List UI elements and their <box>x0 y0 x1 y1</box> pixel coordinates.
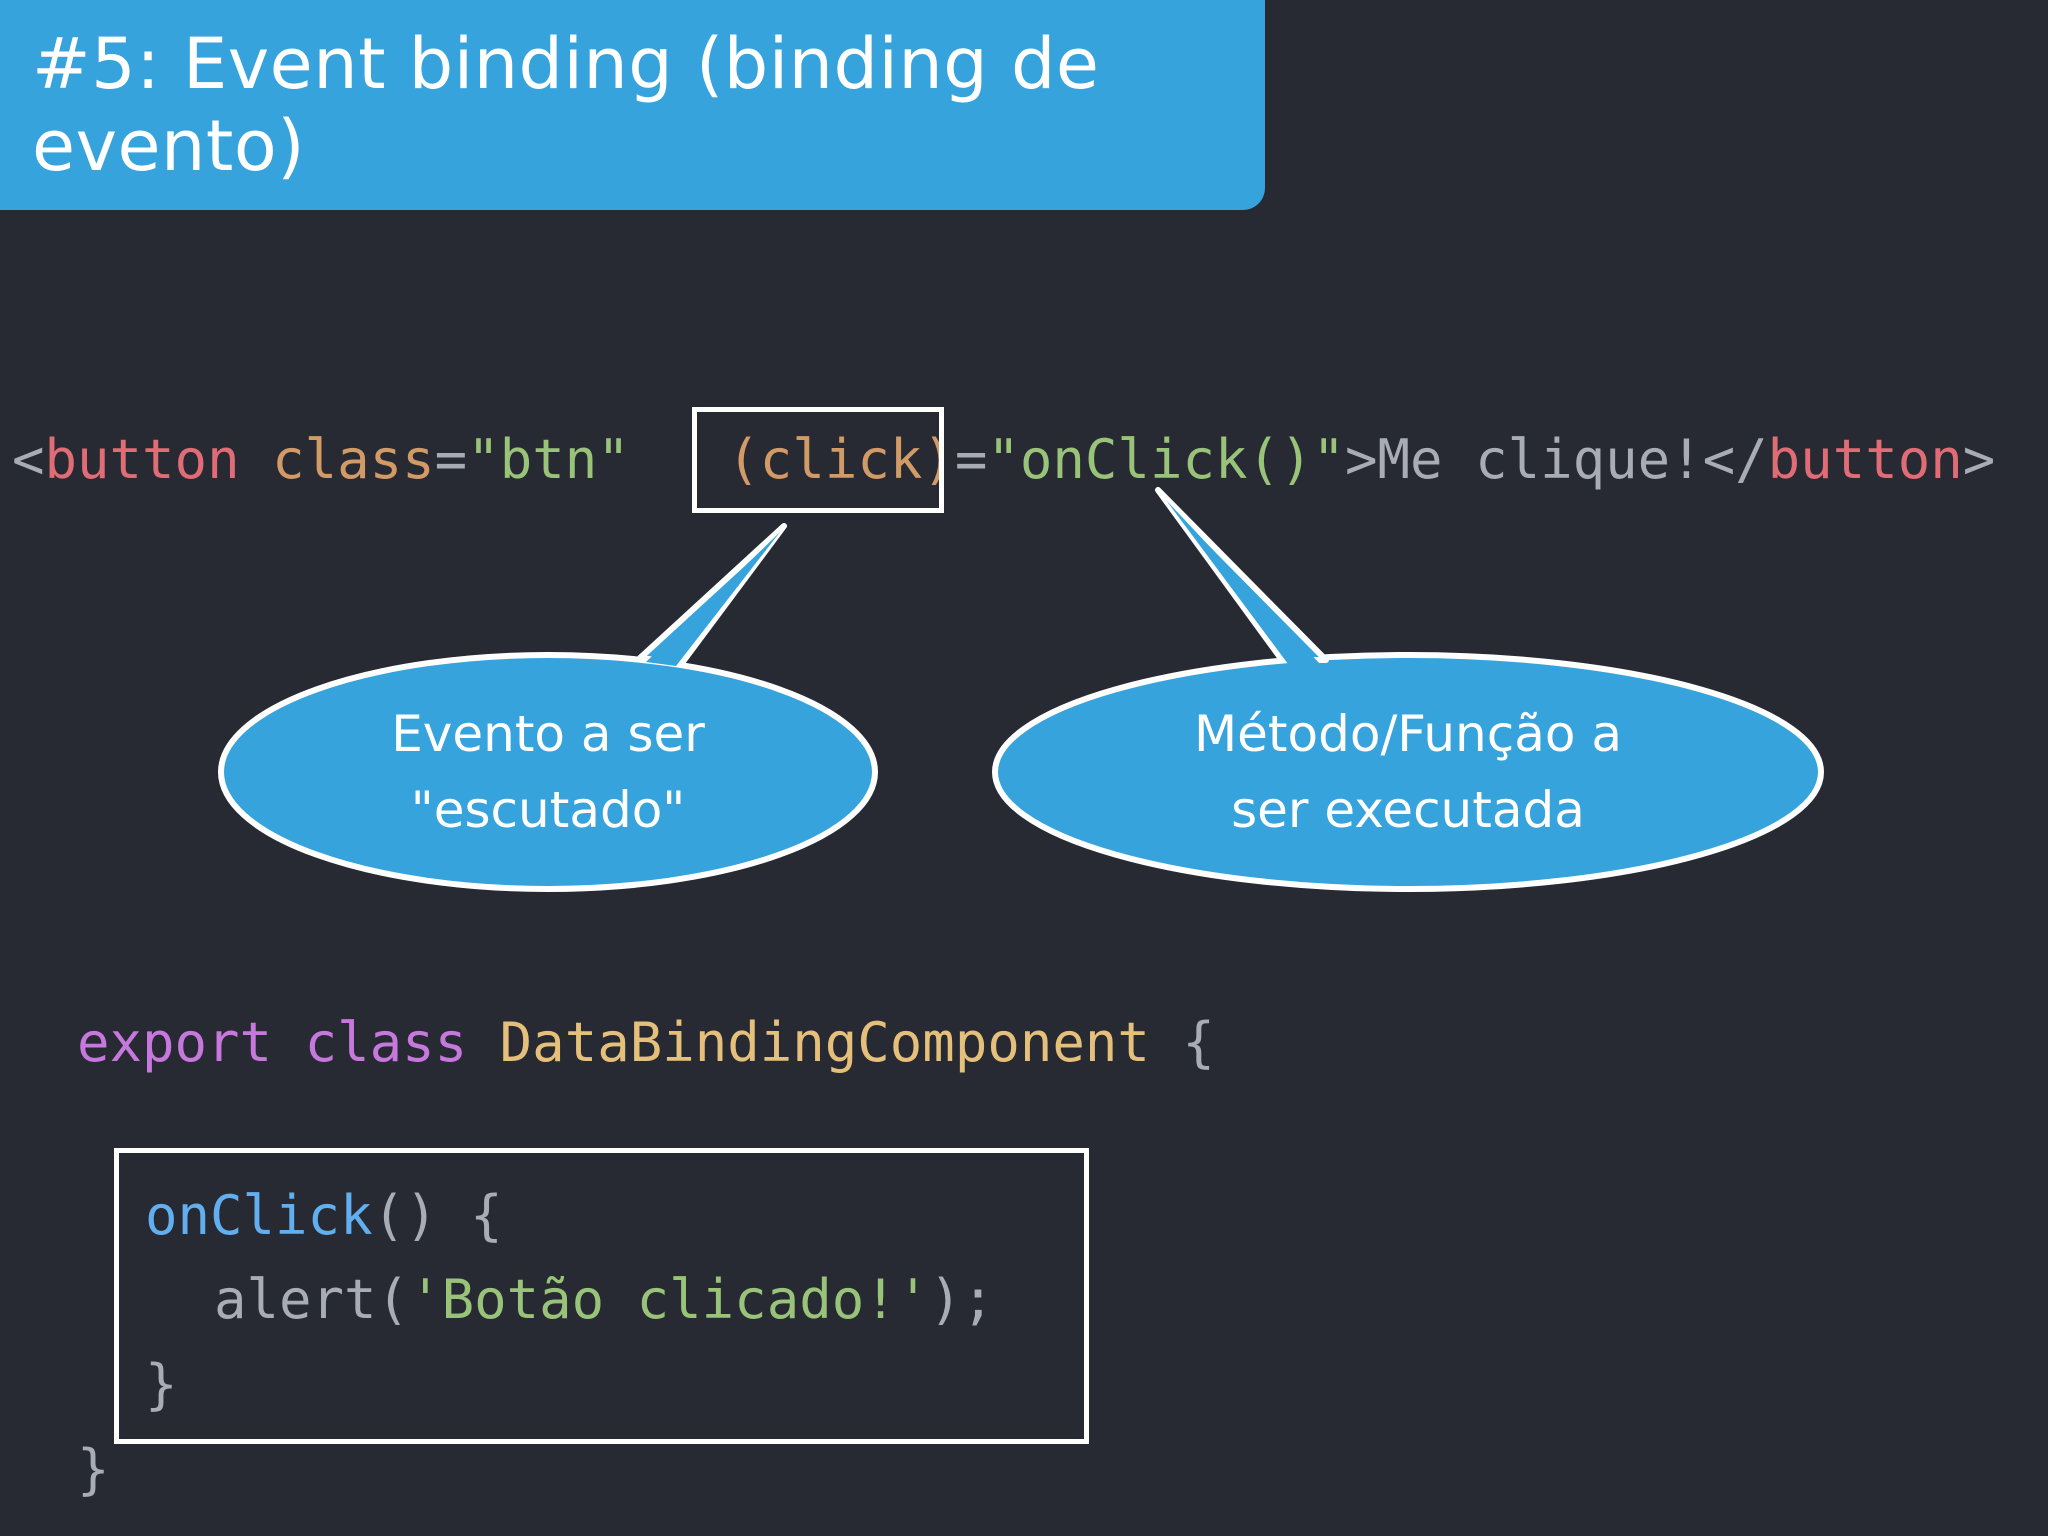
method-signature-line: onClick() { <box>145 1189 503 1243</box>
code-keyword-class: class <box>304 1011 468 1074</box>
template-code-line: <button class="btn" (click)="onClick()">… <box>12 433 1995 487</box>
code-keyword-export: export <box>77 1011 273 1074</box>
alert-call-line: alert('Botão clicado!'); <box>214 1273 994 1327</box>
event-callout-line1: Evento a ser <box>391 705 705 763</box>
component-declaration-line: export class DataBindingComponent { <box>77 1016 1215 1070</box>
slide-title: #5: Event binding (binding de evento) <box>32 23 1100 187</box>
code-alert-arg: 'Botão clicado!' <box>409 1268 930 1331</box>
code-alert-close: ); <box>929 1268 995 1331</box>
method-callout-text: Método/Função a ser executada <box>1058 696 1758 848</box>
code-close-bracket: > <box>1345 428 1378 491</box>
code-method-parens: () <box>372 1184 438 1247</box>
code-close-tag-end: > <box>1962 428 1996 491</box>
class-close-line: } <box>77 1443 110 1497</box>
method-highlight-box <box>114 1148 1089 1444</box>
code-equals: = <box>434 428 468 491</box>
code-method-open-brace: { <box>470 1184 503 1247</box>
code-space <box>630 428 663 491</box>
code-tag-button: button <box>44 428 240 491</box>
code-alert-open: ( <box>376 1268 410 1331</box>
code-button-text: Me clique! <box>1377 428 1703 491</box>
code-event-binding: (click) <box>727 428 955 491</box>
event-callout-line2: "escutado" <box>410 781 686 839</box>
method-callout-bubble <box>992 487 1824 892</box>
code-class-close-brace: } <box>77 1438 110 1501</box>
code-class-value: "btn" <box>467 428 630 491</box>
code-open-bracket: < <box>12 428 45 491</box>
event-callout-text: Evento a ser "escutado" <box>248 696 848 848</box>
code-space <box>240 428 273 491</box>
event-callout-bubble <box>218 523 878 892</box>
code-equals: = <box>954 428 988 491</box>
slide-title-banner: #5: Event binding (binding de evento) <box>0 0 1265 210</box>
code-method-name: onClick <box>145 1184 373 1247</box>
code-class-name: DataBindingComponent <box>499 1011 1150 1074</box>
code-method-close-brace: } <box>145 1353 178 1416</box>
code-handler-value: "onClick()" <box>987 428 1346 491</box>
event-highlight-box <box>692 407 944 513</box>
method-callout-line2: ser executada <box>1231 781 1585 839</box>
code-attr-class: class <box>272 428 435 491</box>
code-open-brace: { <box>1182 1011 1215 1074</box>
code-alert-fn: alert <box>214 1268 377 1331</box>
code-close-tag-open: </ <box>1702 428 1768 491</box>
code-close-tag: button <box>1767 428 1963 491</box>
method-callout-line1: Método/Função a <box>1194 705 1622 763</box>
method-close-line: } <box>145 1358 178 1412</box>
